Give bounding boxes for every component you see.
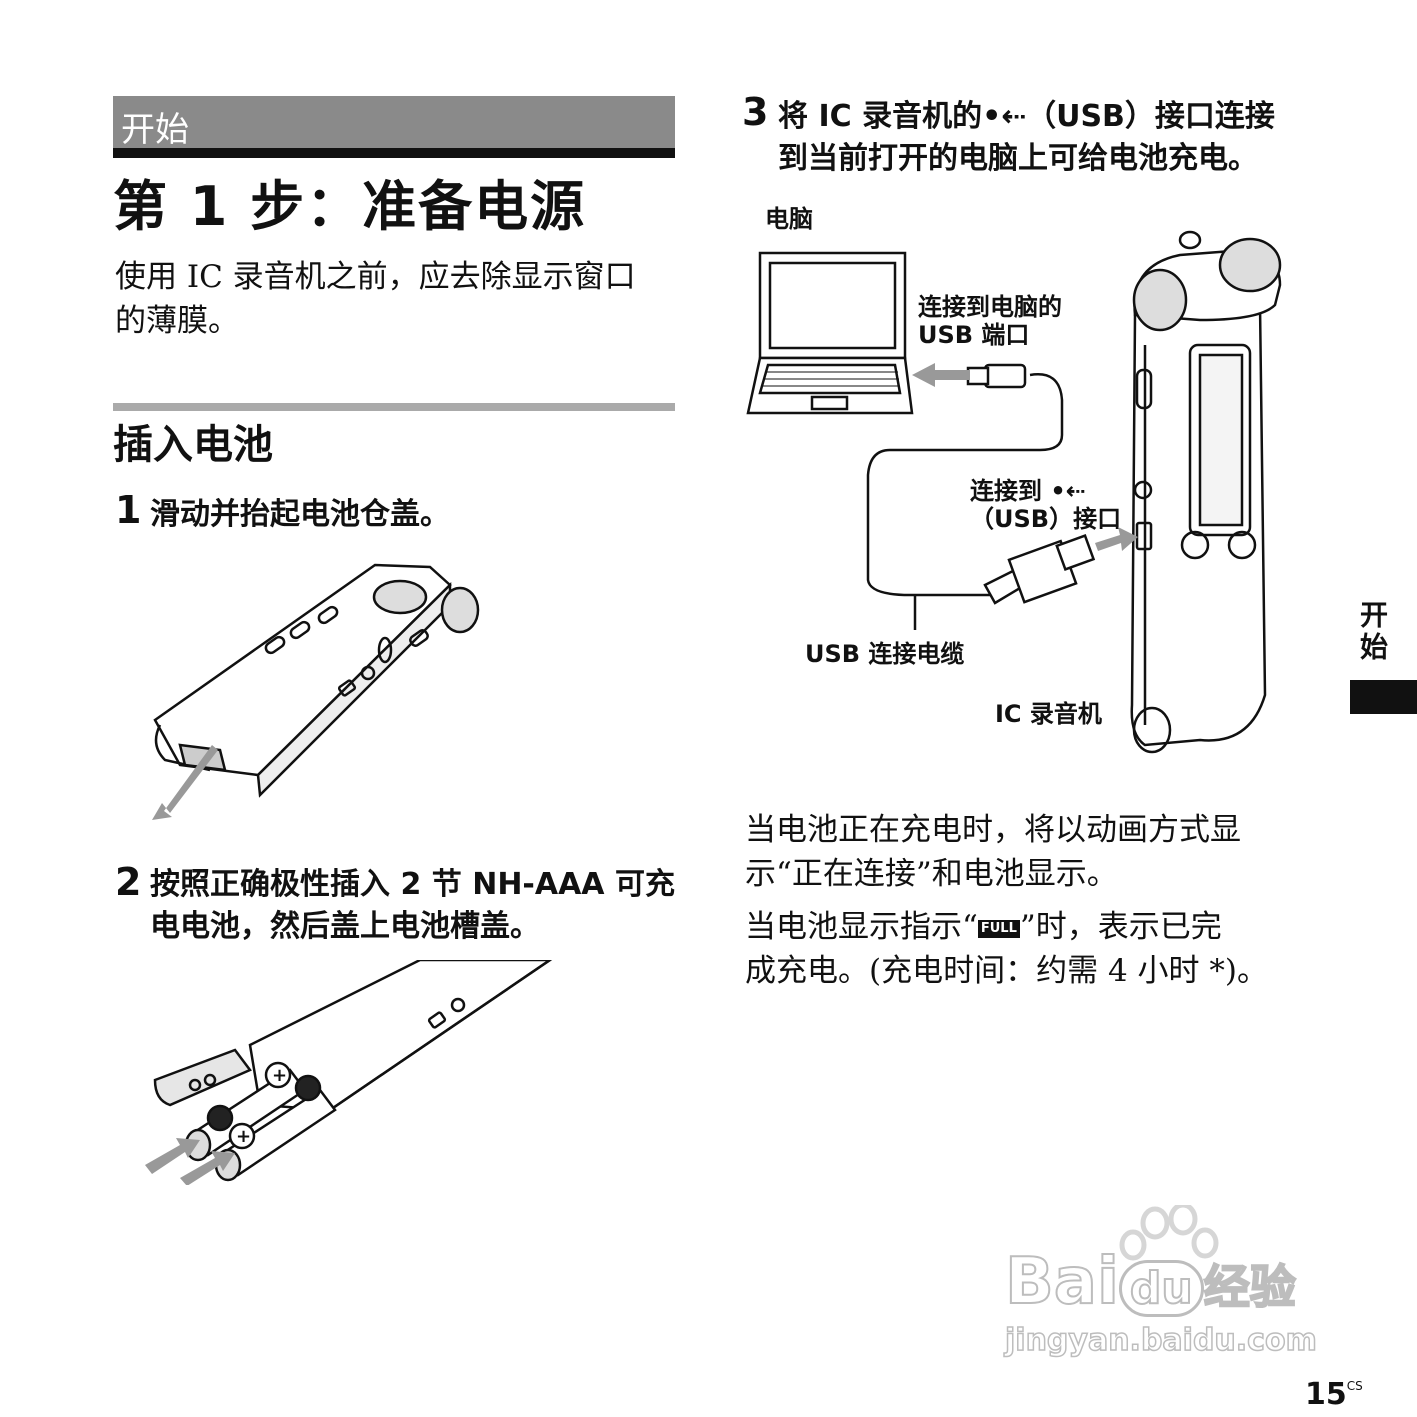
connect-pc-label: 连接到电脑的 USB 端口: [918, 293, 1062, 349]
section-rule: [113, 148, 675, 158]
section-label: 开始: [121, 110, 189, 150]
computer-label: 电脑: [765, 205, 813, 233]
step-2-number: 2: [115, 860, 142, 904]
page-number: 15CS: [1305, 1377, 1363, 1412]
side-tab-label: 开始: [1356, 600, 1389, 664]
intro-line: 的薄膜。: [115, 303, 239, 339]
step-3-number: 3: [742, 90, 769, 134]
connect-usb-label: 连接到 •⇠ （USB）接口: [970, 477, 1122, 533]
subheading: 插入电池: [113, 422, 273, 468]
usb-icon: •⇠: [982, 99, 1027, 134]
usb-connection-diagram: [746, 230, 1282, 754]
full-charge-paragraph: 当电池显示指示“FULL”时，表示已完 成充电。(充电时间：约需 4 小时 *)…: [745, 909, 1268, 989]
insert-batteries-illustration: + +: [145, 960, 553, 1185]
step-1-number: 1: [115, 488, 142, 532]
svg-text:+: +: [272, 1065, 287, 1086]
section-band: 开始: [113, 96, 675, 150]
side-tab-marker: [1350, 680, 1417, 714]
page-title: 第 1 步：准备电源: [113, 175, 587, 238]
intro-paragraph: 使用 IC 录音机之前，应去除显示窗口 的薄膜。: [115, 255, 680, 343]
laptop-screen: [758, 251, 907, 360]
open-battery-cover-illustration: [152, 563, 480, 820]
charging-paragraph: 当电池正在充电时，将以动画方式显 示“正在连接”和电池显示。: [745, 812, 1241, 892]
battery-full-icon: FULL: [977, 919, 1020, 938]
step-3-text: 将 IC 录音机的•⇠（USB）接口连接 到当前打开的电脑上可给电池充电。: [778, 96, 1275, 180]
paw-logo-icon: [1119, 1202, 1219, 1261]
svg-text:+: +: [236, 1126, 251, 1147]
usb-icon: •⇠: [1050, 477, 1086, 505]
cable-label: USB 连接电缆: [805, 640, 965, 668]
step-1-text: 滑动并抬起电池仓盖。: [150, 497, 450, 532]
subheading-rule: [113, 403, 675, 411]
step-2-text: 按照正确极性插入 2 节 NH-AAA 可充 电电池，然后盖上电池槽盖。: [150, 867, 675, 944]
intro-line: 使用 IC 录音机之前，应去除显示窗口: [115, 259, 636, 295]
recorder-label: IC 录音机: [995, 700, 1102, 728]
